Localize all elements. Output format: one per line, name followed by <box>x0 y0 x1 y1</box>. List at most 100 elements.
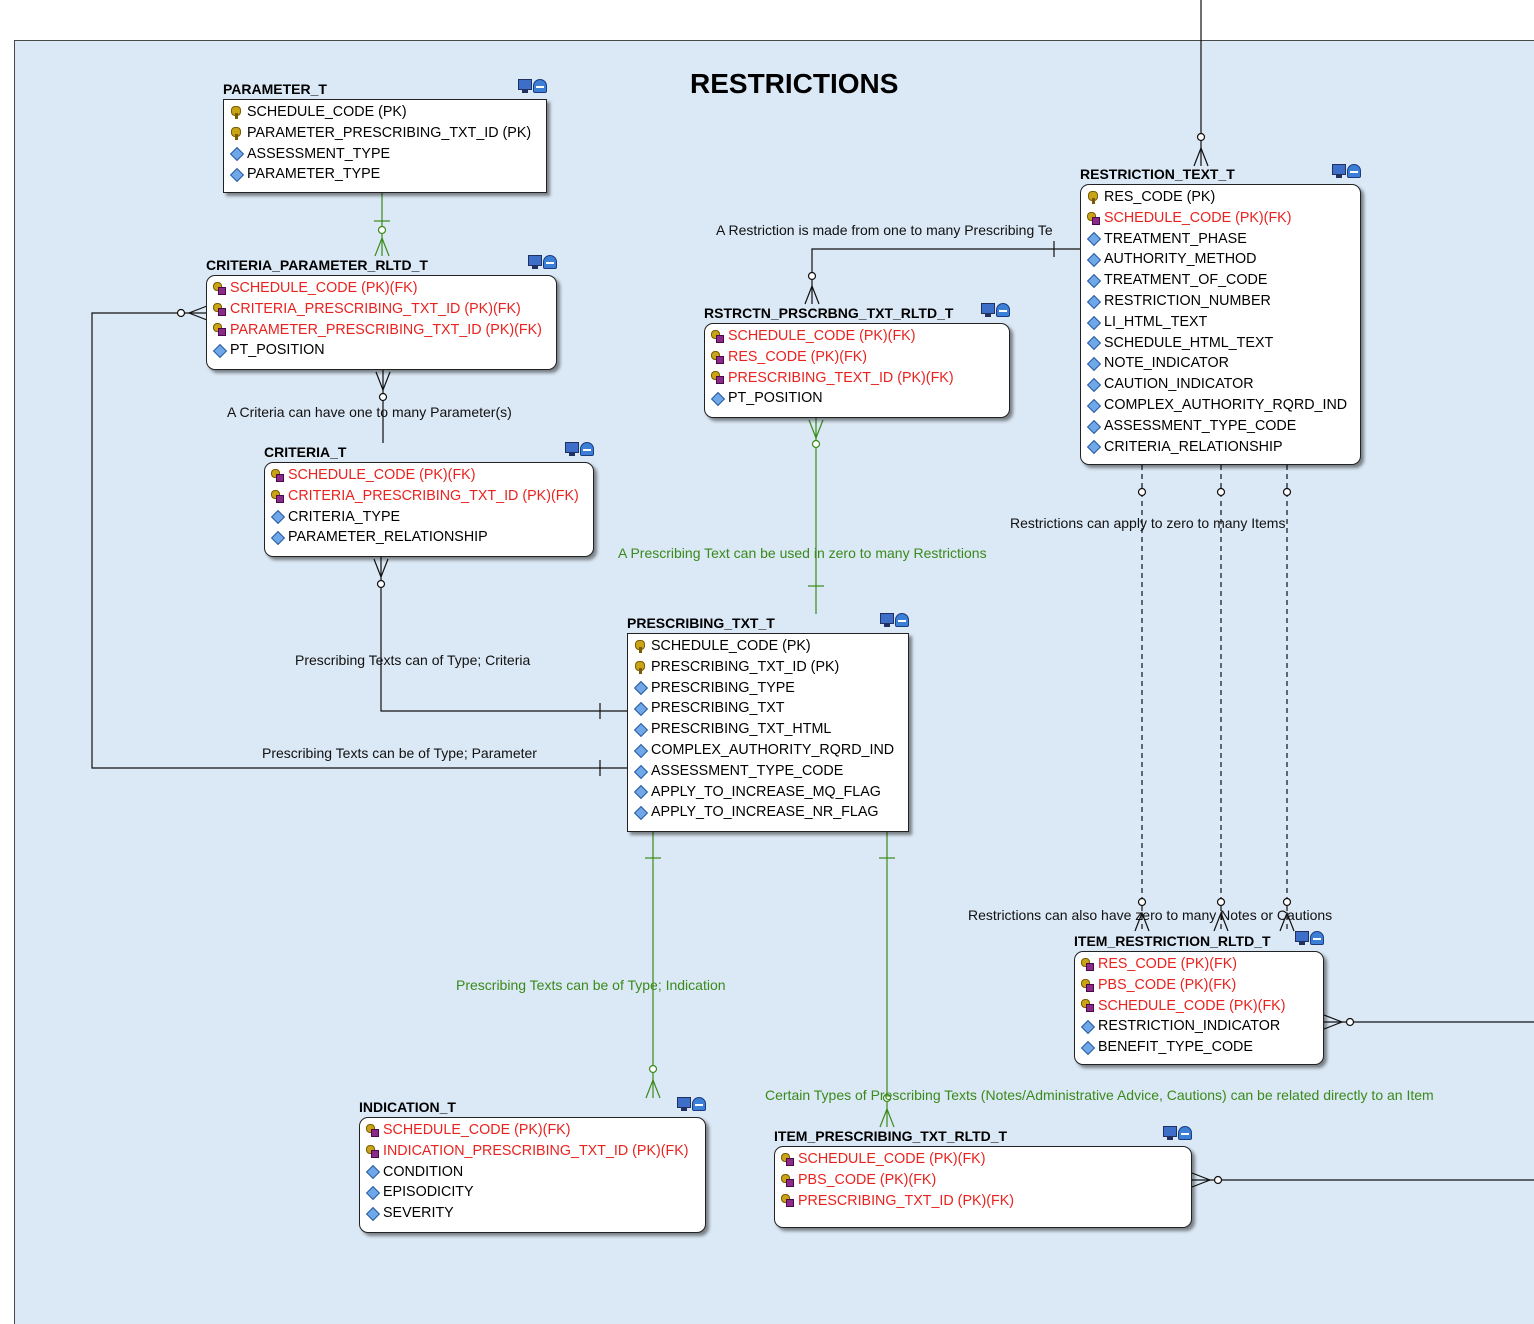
entity-icons <box>1163 1126 1192 1140</box>
attribute-name: PARAMETER_TYPE <box>247 166 381 183</box>
line-restriction-rstrctn <box>811 248 1081 304</box>
attribute-icon <box>1087 316 1100 329</box>
attribute-row: SCHEDULE_CODE (PK)(FK) <box>781 1149 1185 1170</box>
attribute-name: PBS_CODE (PK)(FK) <box>798 1171 937 1188</box>
attribute-row: CAUTION_INDICATOR <box>1087 374 1354 395</box>
attribute-icon <box>634 681 647 694</box>
attribute-row: PARAMETER_TYPE <box>230 164 540 185</box>
foreign-key-icon <box>1081 957 1094 971</box>
attribute-icon <box>1081 1041 1094 1054</box>
attribute-row: SCHEDULE_CODE (PK) <box>634 636 902 657</box>
attribute-row: PRESCRIBING_TXT_ID (PK) <box>634 657 902 678</box>
attribute-name: RES_CODE (PK)(FK) <box>728 348 868 365</box>
entity-box: SCHEDULE_CODE (PK)(FK)INDICATION_PRESCRI… <box>359 1117 706 1233</box>
foreign-key-icon <box>781 1152 794 1166</box>
entity-icons <box>1295 931 1324 945</box>
foreign-key-icon <box>213 281 226 295</box>
label-restriction-prescribing: A Restriction is made from one to many P… <box>716 222 1053 238</box>
attribute-name: PT_POSITION <box>728 390 823 407</box>
attribute-icon <box>1087 295 1100 308</box>
attribute-name: PRESCRIBING_TXT_ID (PK) <box>651 658 840 675</box>
attribute-row: SCHEDULE_CODE (PK)(FK) <box>213 278 550 299</box>
label-notes-cautions: Restrictions can also have zero to many … <box>968 907 1333 923</box>
diagram-title: RESTRICTIONS <box>690 68 899 99</box>
attribute-name: SCHEDULE_CODE (PK)(FK) <box>230 280 418 296</box>
attribute-row: LI_HTML_TEXT <box>1087 312 1354 333</box>
attribute-icon <box>634 702 647 715</box>
attribute-row: PRESCRIBING_TEXT_ID (PK)(FK) <box>711 368 1003 389</box>
attribute-name: SCHEDULE_CODE (PK)(FK) <box>1104 209 1292 226</box>
lock-icon <box>580 442 594 456</box>
attribute-name: ASSESSMENT_TYPE <box>247 145 391 162</box>
attribute-name: PBS_CODE (PK)(FK) <box>1098 976 1237 993</box>
attribute-row: NOTE_INDICATOR <box>1087 353 1354 374</box>
attribute-row: SCHEDULE_CODE (PK)(FK) <box>1081 996 1317 1017</box>
attribute-name: RESTRICTION_INDICATOR <box>1098 1018 1281 1035</box>
entity-name: ITEM_RESTRICTION_RLTD_T <box>1074 933 1271 949</box>
attribute-row: CONDITION <box>366 1162 699 1183</box>
entity-box: SCHEDULE_CODE (PK)(FK) RES_CODE (PK)(FK) P… <box>704 323 1010 418</box>
attribute-row: PT_POSITION <box>213 340 550 361</box>
attribute-row: PRESCRIBING_TXT <box>634 698 902 719</box>
attribute-name: SCHEDULE_HTML_TEXT <box>1104 334 1274 351</box>
attribute-row: EPISODICITY <box>366 1182 699 1203</box>
label-prescribing-in-restrictions: A Prescribing Text can be used in zero t… <box>618 545 987 561</box>
attribute-icon <box>1087 232 1100 245</box>
attribute-row: PRESCRIBING_TYPE <box>634 678 902 699</box>
lock-icon <box>543 255 557 269</box>
attribute-name: PT_POSITION <box>230 342 325 359</box>
entity-icons <box>677 1097 706 1111</box>
attribute-icon <box>1087 274 1100 287</box>
attribute-icon <box>1087 399 1100 412</box>
monitor-icon <box>677 1097 691 1111</box>
attribute-row: SCHEDULE_CODE (PK)(FK) <box>271 465 587 486</box>
attribute-name: INDICATION_PRESCRIBING_TXT_ID (PK)(FK) <box>383 1142 689 1159</box>
attribute-name: SCHEDULE_CODE (PK)(FK) <box>728 328 916 344</box>
attribute-row: PARAMETER_RELATIONSHIP <box>271 527 587 548</box>
attribute-row: APPLY_TO_INCREASE_NR_FLAG <box>634 802 902 823</box>
attribute-name: AUTHORITY_METHOD <box>1104 251 1257 268</box>
attribute-icon <box>1087 420 1100 433</box>
attribute-icon <box>271 510 284 523</box>
attribute-row: SCHEDULE_CODE (PK)(FK) <box>711 326 1003 347</box>
attribute-row: PBS_CODE (PK)(FK) <box>781 1170 1185 1191</box>
primary-key-icon <box>1087 190 1100 204</box>
attribute-name: APPLY_TO_INCREASE_NR_FLAG <box>651 804 879 821</box>
attribute-row: RES_CODE (PK)(FK) <box>711 347 1003 368</box>
lock-icon <box>1178 1126 1192 1140</box>
attribute-row: RESTRICTION_NUMBER <box>1087 291 1354 312</box>
entity-icons <box>880 613 909 627</box>
entity-icons <box>565 442 594 456</box>
monitor-icon <box>880 613 894 627</box>
entity-icons <box>528 255 557 269</box>
attribute-row: CRITERIA_RELATIONSHIP <box>1087 437 1354 458</box>
label-type-parameter: Prescribing Texts can be of Type; Parame… <box>262 745 537 761</box>
attribute-icon <box>1087 357 1100 370</box>
attribute-icon <box>1081 1020 1094 1033</box>
monitor-icon <box>1295 931 1309 945</box>
entity-name: CRITERIA_T <box>264 444 347 460</box>
attribute-row: PARAMETER_PRESCRIBING_TXT_ID (PK) <box>230 123 540 144</box>
entity-box: SCHEDULE_CODE (PK)(FK)CRITERIA_PRESCRIBI… <box>264 462 594 557</box>
foreign-key-icon <box>1087 211 1100 225</box>
lock-icon <box>1347 164 1361 178</box>
attribute-icon <box>711 392 724 405</box>
attribute-icon <box>230 168 243 181</box>
entity-box: SCHEDULE_CODE (PK)(FK)PBS_CODE (PK)(FK)P… <box>774 1146 1192 1228</box>
attribute-name: PRESCRIBING_TEXT_ID (PK)(FK) <box>728 369 954 386</box>
attribute-name: SCHEDULE_CODE (PK)(FK) <box>288 467 476 483</box>
foreign-key-icon <box>711 329 724 343</box>
foreign-key-icon <box>271 489 284 503</box>
entity-name: PRESCRIBING_TXT_T <box>627 615 775 631</box>
attribute-name: PARAMETER_PRESCRIBING_TXT_ID (PK) <box>247 124 532 141</box>
foreign-key-icon <box>271 468 284 482</box>
attribute-name: CAUTION_INDICATOR <box>1104 376 1254 393</box>
foreign-key-icon <box>366 1144 379 1158</box>
attribute-icon <box>230 147 243 160</box>
entity-name: INDICATION_T <box>359 1099 456 1115</box>
monitor-icon <box>565 442 579 456</box>
attribute-row: RES_CODE (PK)(FK) <box>1081 954 1317 975</box>
entity-box: SCHEDULE_CODE (PK)(FK)CRITERIA_PRESCRIBI… <box>206 275 557 370</box>
attribute-name: ASSESSMENT_TYPE_CODE <box>651 762 844 779</box>
